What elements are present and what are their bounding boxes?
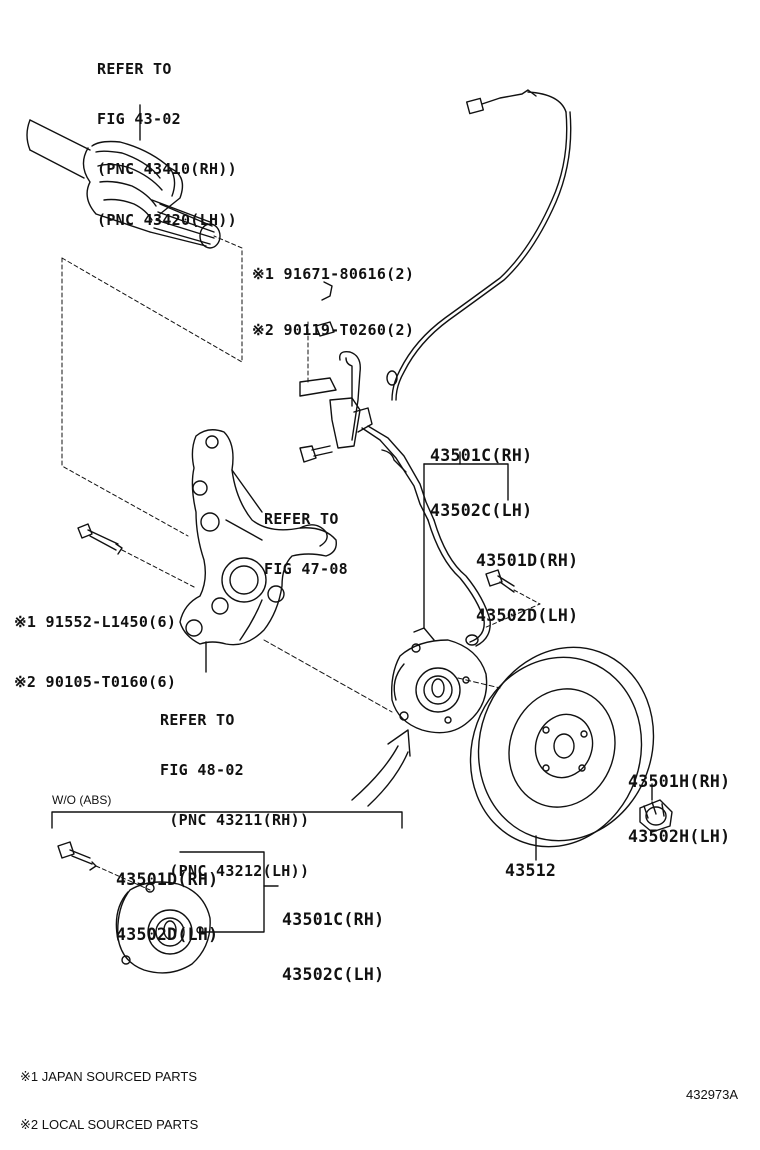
top-bolt-part-numbers: ※1 91671-80616(2) ※2 90119-T0260(2) [252, 227, 414, 358]
wo-hub-pn-lh: 43502C(LH) [282, 965, 385, 985]
driveshaft-ref-line-2: FIG 43-02 [97, 109, 181, 128]
driveshaft-ref-line-3: (PNC 43410(RH)) [97, 160, 237, 179]
knuckle-bolt-pn-2: ※2 90105-T0160(6) [14, 673, 177, 692]
axle-hub-icon [390, 451, 541, 734]
driveshaft-ref-line-1: REFER TO [97, 59, 172, 78]
knuckle-ref-line-3: (PNC 43211(RH)) [160, 811, 310, 830]
abs-sensor-icon [299, 89, 572, 647]
top-bolt-pn-1: ※1 91671-80616(2) [252, 264, 415, 283]
disc-part-number: 43512 [505, 861, 557, 880]
sourcing-legend: ※1 JAPAN SOURCED PARTS ※2 LOCAL SOURCED … [20, 1036, 198, 1150]
nut-pn-lh: 43502H(LH) [628, 827, 731, 847]
knuckle-ref-line-4: (PNC 43212(LH)) [160, 861, 310, 880]
wo-abs-label: W/O (ABS) [52, 793, 112, 807]
driveshaft-ref-line-4: (PNC 43420(LH)) [97, 210, 237, 229]
wo-hub-pn-rh: 43501C(RH) [282, 909, 385, 929]
hub-bolt-pn-rh: 43501D(RH) [476, 550, 579, 570]
knuckle-reference: REFER TO FIG 48-02 (PNC 43211(RH)) (PNC … [160, 678, 309, 896]
steering-knuckle-icon [77, 429, 393, 713]
hub-bolt-pn-lh: 43502D(LH) [476, 606, 579, 626]
wo-bolt-pn-lh: 43502D(LH) [116, 925, 219, 945]
drive-shaft-icon [26, 104, 243, 537]
hub-pn-lh: 43502C(LH) [430, 501, 533, 521]
driveshaft-reference: REFER TO FIG 43-02 (PNC 43410(RH)) (PNC … [97, 27, 237, 245]
abs-ref-line-1: REFER TO [264, 509, 339, 528]
figure-code: 432973A [686, 1087, 739, 1102]
knuckle-bolt-part-numbers: ※1 91552-L1450(6) ※2 90105-T0160(6) [14, 571, 176, 713]
hub-bolt-part-numbers: 43501D(RH) 43502D(LH) [476, 515, 578, 644]
hub-nut-part-numbers: 43501H(RH) 43502H(LH) [628, 736, 730, 865]
knuckle-bolt-pn-1: ※1 91552-L1450(6) [14, 612, 177, 631]
diagram-drawing [26, 89, 673, 974]
hub-part-numbers: 43501C(RH) 43502C(LH) [430, 410, 532, 539]
legend-local: ※2 LOCAL SOURCED PARTS [20, 1117, 199, 1133]
abs-reference: REFER TO FIG 47-08 [264, 477, 348, 595]
wo-abs-hub-part-numbers: 43501C(RH) 43502C(LH) [282, 874, 384, 1003]
direction-arrow-icon [351, 729, 411, 807]
legend-japan: ※1 JAPAN SOURCED PARTS [20, 1068, 198, 1084]
hub-pn-rh: 43501C(RH) [430, 445, 533, 465]
abs-ref-line-2: FIG 47-08 [264, 559, 348, 578]
wo-abs-group [51, 811, 403, 974]
nut-pn-rh: 43501H(RH) [628, 771, 731, 791]
wo-bolt-pn-rh: 43501D(RH) [116, 869, 219, 889]
top-bolt-pn-2: ※2 90119-T0260(2) [252, 320, 415, 339]
knuckle-ref-line-2: FIG 48-02 [160, 760, 244, 779]
brake-disc-icon [469, 646, 655, 861]
wo-abs-bolt-part-numbers: 43501D(RH) 43502D(LH) [116, 834, 218, 963]
parts-diagram: REFER TO FIG 43-02 (PNC 43410(RH)) (PNC … [14, 27, 739, 1132]
knuckle-ref-line-1: REFER TO [160, 710, 235, 729]
hub-nut-icon [639, 783, 673, 833]
